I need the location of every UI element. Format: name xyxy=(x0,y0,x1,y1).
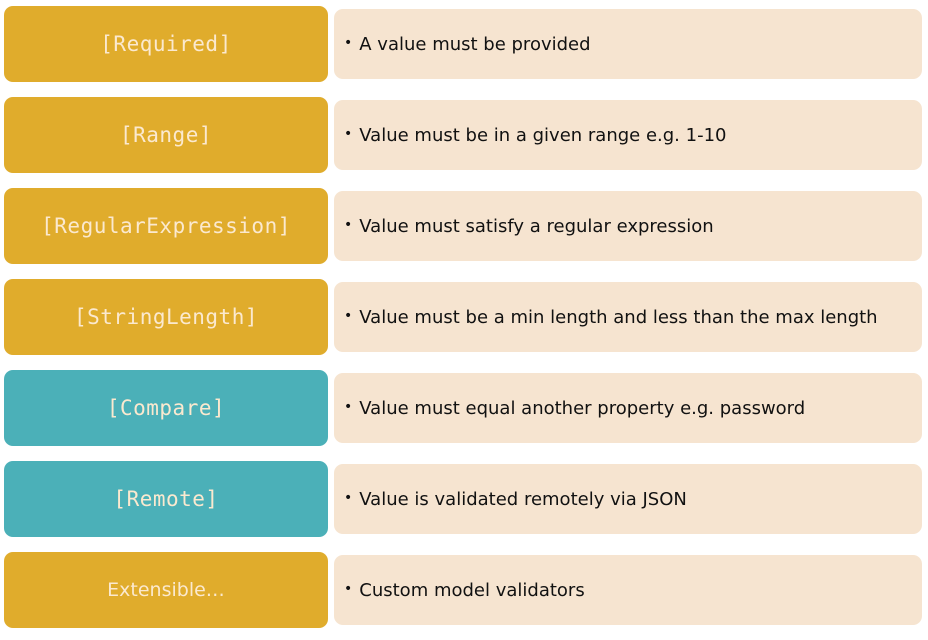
bullet-icon: • xyxy=(344,217,353,233)
bullet-icon: • xyxy=(344,308,353,324)
label-box-required: [Required] xyxy=(4,6,328,82)
bullet-icon: • xyxy=(344,490,353,506)
label-box-regular-expression: [RegularExpression] xyxy=(4,188,328,264)
label-extensible: Extensible… xyxy=(107,579,225,601)
bullet-icon: • xyxy=(344,399,353,415)
row-compare: [Compare] • Value must equal another pro… xyxy=(4,370,924,446)
validation-attributes-diagram: [Required] • A value must be provided [R… xyxy=(4,6,924,628)
label-regular-expression: [RegularExpression] xyxy=(41,214,291,238)
label-box-range: [Range] xyxy=(4,97,328,173)
row-regular-expression: [RegularExpression] • Value must satisfy… xyxy=(4,188,924,264)
description-range: Value must be in a given range e.g. 1-10 xyxy=(359,124,727,146)
description-box-extensible: • Custom model validators xyxy=(334,555,922,625)
description-compare: Value must equal another property e.g. p… xyxy=(359,397,806,419)
label-box-compare: [Compare] xyxy=(4,370,328,446)
bullet-icon: • xyxy=(344,126,353,142)
label-range: [Range] xyxy=(119,123,212,147)
bullet-icon: • xyxy=(344,35,353,51)
label-compare: [Compare] xyxy=(106,396,226,420)
row-remote: [Remote] • Value is validated remotely v… xyxy=(4,461,924,537)
row-required: [Required] • A value must be provided xyxy=(4,6,924,82)
bullet-icon: • xyxy=(344,581,353,597)
description-box-required: • A value must be provided xyxy=(334,9,922,79)
row-string-length: [StringLength] • Value must be a min len… xyxy=(4,279,924,355)
description-box-range: • Value must be in a given range e.g. 1-… xyxy=(334,100,922,170)
description-box-regular-expression: • Value must satisfy a regular expressio… xyxy=(334,191,922,261)
row-range: [Range] • Value must be in a given range… xyxy=(4,97,924,173)
description-box-remote: • Value is validated remotely via JSON xyxy=(334,464,922,534)
description-remote: Value is validated remotely via JSON xyxy=(359,488,687,510)
label-box-string-length: [StringLength] xyxy=(4,279,328,355)
label-remote: [Remote] xyxy=(113,487,219,511)
label-required: [Required] xyxy=(100,32,232,56)
description-regular-expression: Value must satisfy a regular expression xyxy=(359,215,714,237)
label-box-extensible: Extensible… xyxy=(4,552,328,628)
label-box-remote: [Remote] xyxy=(4,461,328,537)
description-extensible: Custom model validators xyxy=(359,579,585,601)
description-string-length: Value must be a min length and less than… xyxy=(359,306,878,328)
label-string-length: [StringLength] xyxy=(73,305,258,329)
row-extensible: Extensible… • Custom model validators xyxy=(4,552,924,628)
description-required: A value must be provided xyxy=(359,33,591,55)
description-box-compare: • Value must equal another property e.g.… xyxy=(334,373,922,443)
description-box-string-length: • Value must be a min length and less th… xyxy=(334,282,922,352)
